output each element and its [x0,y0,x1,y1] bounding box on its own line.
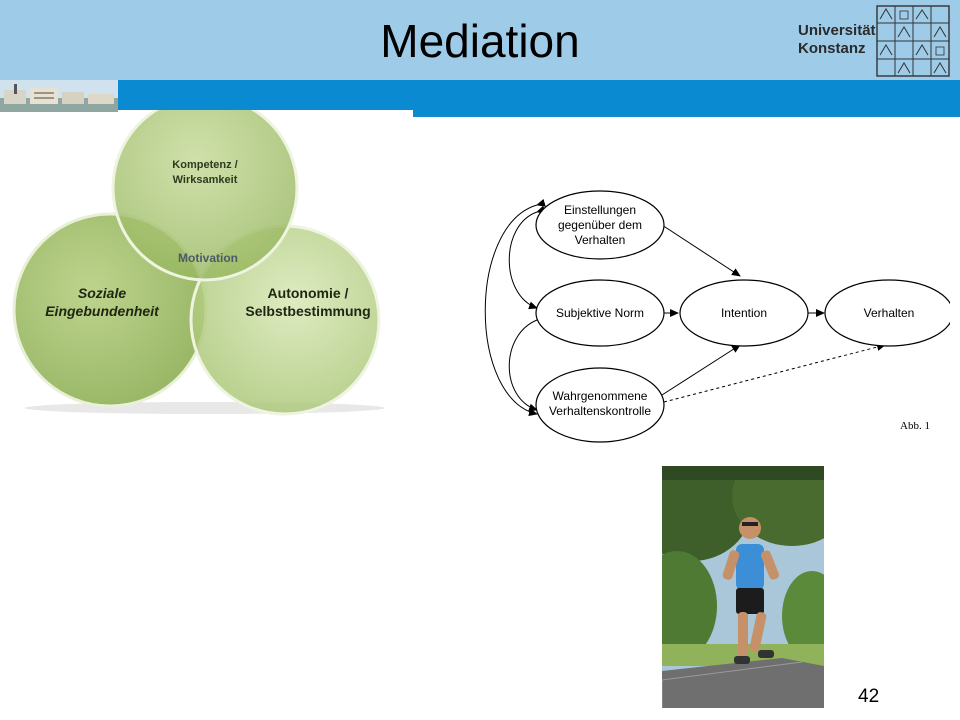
venn-top-label-line2: Wirksamkeit [173,174,238,186]
venn-right-label-line2: Selbstbestimmung [245,303,370,319]
slide-number: 42 [858,686,880,707]
venn-circle-top [111,110,299,282]
node-verhalten-label: Verhalten [864,306,915,320]
node-verhalten [824,279,950,347]
node-kontrolle [535,367,665,443]
white-strip [118,110,413,118]
node-einstellungen [535,190,665,260]
node-intention-label: Intention [721,306,767,320]
venn-left-label-line2: Eingebundenheit [45,303,160,319]
arrow-kontrolle-intention [661,344,741,396]
venn-center-label: Motivation [178,251,238,265]
slide-title: Mediation [380,15,580,67]
runner-photo [662,466,824,708]
node-einstellungen-line1: Einstellungen [564,203,636,217]
node-kontrolle-line2: Verhaltenskontrolle [549,404,651,418]
building-thumbnail [0,80,118,112]
node-subjektive-norm-label: Subjektive Norm [556,306,644,320]
university-name-line2: Konstanz [798,40,866,57]
venn-shadow [25,402,385,414]
node-intention [679,279,809,347]
node-einstellungen-line3: Verhalten [575,233,626,247]
university-name: Universität Konstanz [798,22,876,58]
header-band [0,0,960,80]
arrow-kontrolle-verhalten-dashed [663,343,886,403]
curve-einstellungen-kontrolle [484,198,546,417]
node-subjektive-norm [535,279,665,347]
node-kontrolle-line1: Wahrgenommene [553,389,648,403]
planned-behavior-diagram: Einstellungen gegenüber dem Verhalten Su… [484,190,950,443]
venn-left-label-line1: Soziale [78,285,126,301]
university-name-line1: Universität [798,22,876,39]
arrow-einstellungen-intention [661,224,741,277]
node-einstellungen-line2: gegenüber dem [558,218,642,232]
curve-norm-kontrolle [508,313,546,412]
motivation-venn-diagram: Kompetenz / Wirksamkeit Motivation Sozia… [12,110,385,416]
curve-einstellungen-norm [508,205,546,310]
figure-caption: Abb. 1 [900,420,930,432]
university-logo [876,5,950,77]
venn-right-label-line1: Autonomie / [268,285,349,301]
venn-top-label-line1: Kompetenz / [172,159,237,171]
